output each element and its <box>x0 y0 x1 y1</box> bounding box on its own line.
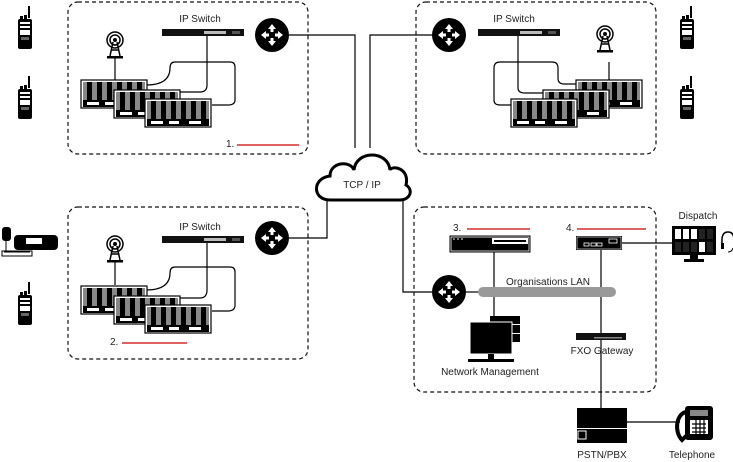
link-site1-cloud <box>289 34 356 148</box>
organisations-lan-bus <box>478 287 616 297</box>
ip-switch-label: IP Switch <box>493 14 535 25</box>
telephone-icon <box>675 406 713 443</box>
dispatch-label: Dispatch <box>679 211 718 222</box>
telephone-label: Telephone <box>669 450 716 461</box>
router-icon <box>255 221 289 255</box>
repeater-rack-icon <box>144 304 212 334</box>
handheld-radio-icon <box>18 282 32 325</box>
network-management-icon <box>468 316 520 362</box>
server-4-number: 4. <box>566 223 574 234</box>
router-icon <box>255 18 289 52</box>
router-icon <box>432 275 466 309</box>
radio-tower-icon <box>106 31 124 60</box>
handheld-radio-icon <box>680 6 694 49</box>
site-top-right-boundary <box>415 1 657 155</box>
ip-switch-label: IP Switch <box>179 222 221 233</box>
radio-tower-icon <box>596 25 614 54</box>
repeater-rack-icon <box>144 98 212 128</box>
fxo-gateway-icon <box>576 333 626 340</box>
ip-switch-icon <box>162 236 244 243</box>
office-boundary <box>413 206 657 393</box>
link-site2-cloud <box>289 195 328 239</box>
ip-switch-icon <box>162 29 244 36</box>
tcp-ip-cloud <box>315 153 412 202</box>
link-site-top-right-cloud <box>369 34 433 148</box>
cloud-label: TCP / IP <box>343 180 381 191</box>
handheld-radio-icon <box>680 76 694 119</box>
repeater-rack-icon <box>510 98 578 128</box>
site-2-number: 2. <box>110 337 118 348</box>
handheld-radio-icon <box>18 6 32 49</box>
headset-icon <box>721 231 733 253</box>
pstn-pbx-icon <box>577 408 627 443</box>
lan-label: Organisations LAN <box>506 277 590 288</box>
link-office-cloud <box>402 195 432 293</box>
server-3-icon <box>449 235 531 253</box>
network-management-label: Network Management <box>441 367 539 378</box>
ip-switch-icon <box>478 29 560 36</box>
site-1-boundary <box>67 1 309 155</box>
server-3-number: 3. <box>453 223 461 234</box>
dispatch-console-icon <box>672 226 716 262</box>
radio-tower-icon <box>106 235 124 264</box>
router-icon <box>432 18 466 52</box>
ip-switch-label: IP Switch <box>179 14 221 25</box>
mobile-radio-icon <box>1 227 58 257</box>
server-4-icon <box>576 236 622 250</box>
site-1-number: 1. <box>226 139 234 150</box>
pstn-pbx-label: PSTN/PBX <box>577 450 627 461</box>
handheld-radio-icon <box>18 76 32 119</box>
site-2-boundary <box>67 206 309 360</box>
fxo-gateway-label: FXO Gateway <box>571 346 634 357</box>
